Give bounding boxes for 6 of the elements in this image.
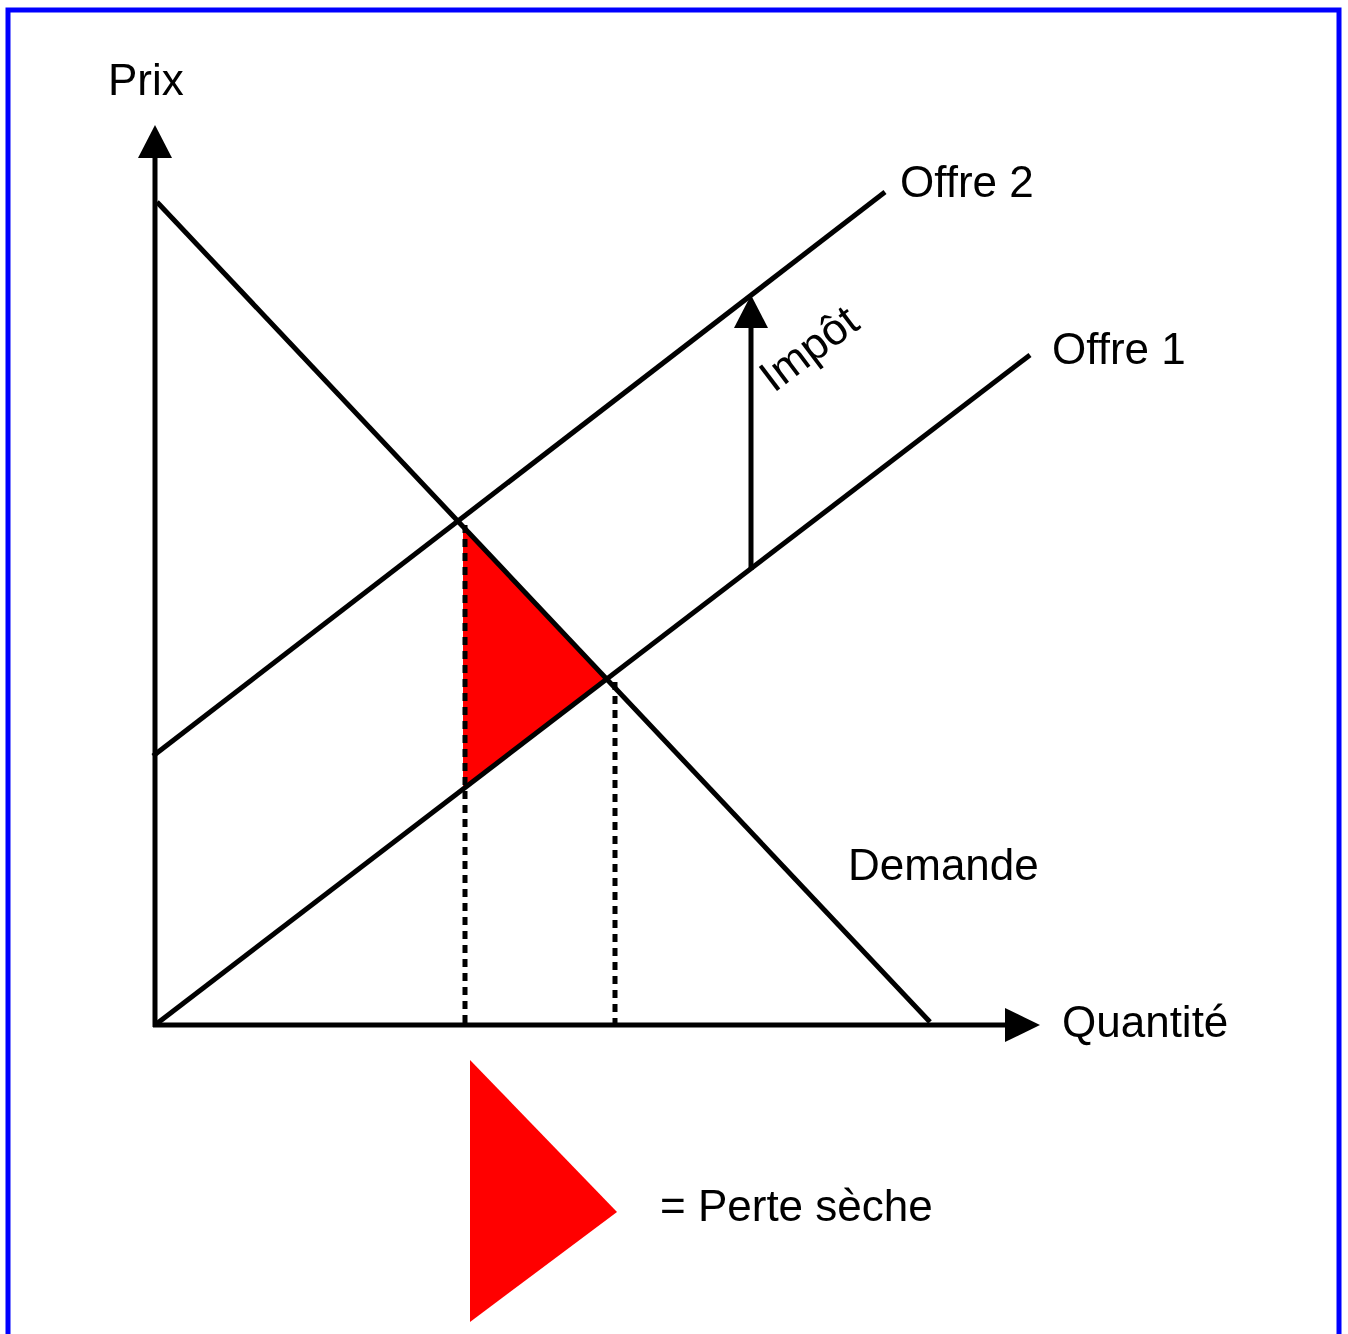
curve-label: Offre 2 xyxy=(900,160,1034,204)
curve-label: Demande xyxy=(848,843,1039,887)
axis-label: Prix xyxy=(108,58,184,102)
axis-label: Quantité xyxy=(1062,1000,1229,1044)
legend-text: = Perte sèche xyxy=(660,1184,933,1228)
curve-label: Offre 1 xyxy=(1052,327,1186,371)
